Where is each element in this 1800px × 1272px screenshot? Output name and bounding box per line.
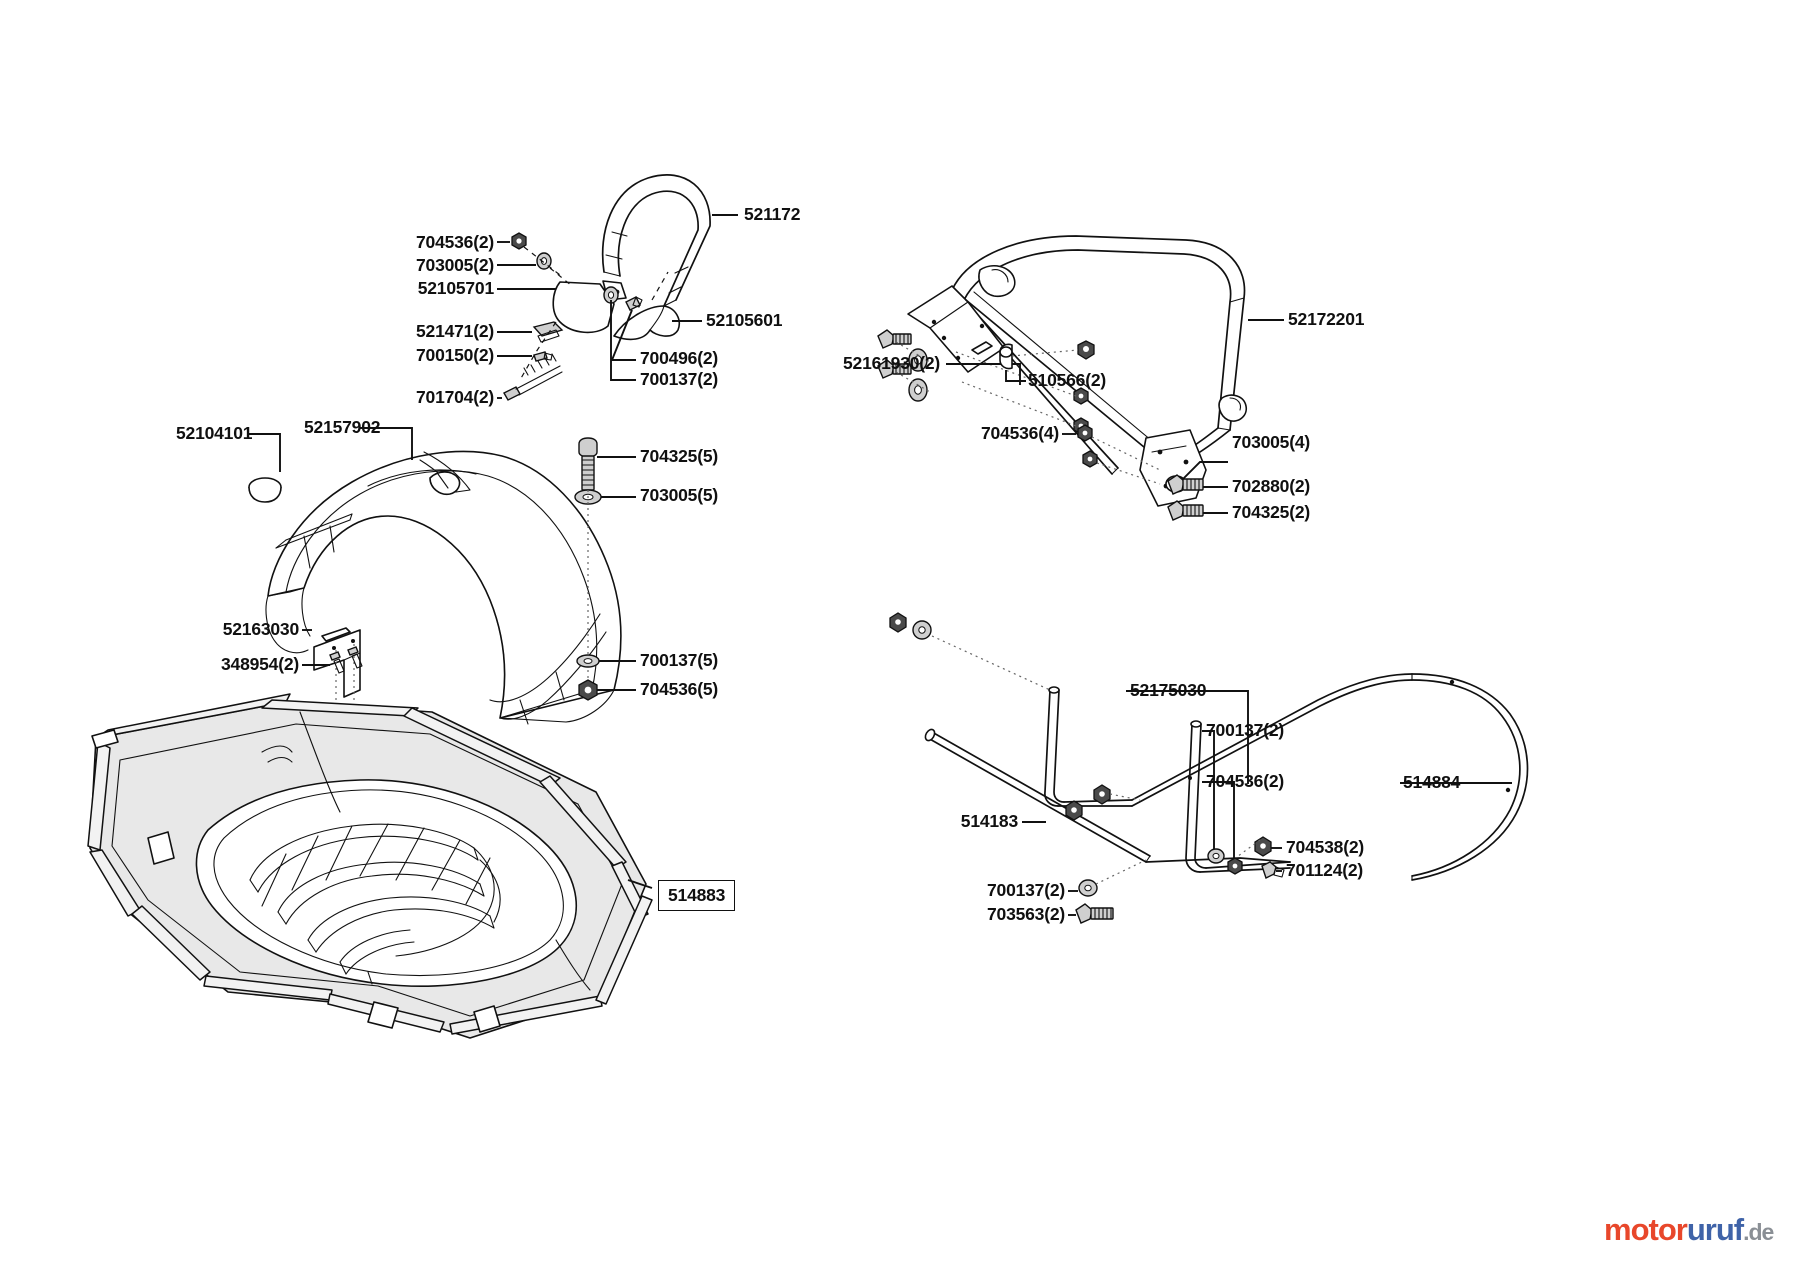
part-label-52105701: 52105701 (417, 278, 494, 298)
watermark-motoruf: motoruruf.de (1604, 1212, 1774, 1248)
part-bolt-702880 (1167, 474, 1228, 495)
part-fastener-700150 (497, 351, 553, 362)
grass-bag-art (87, 693, 653, 1039)
part-label-7004962: 700496(2) (640, 348, 718, 368)
part-label-7011242: 701124(2) (1286, 860, 1364, 880)
part-label-52175030: 52175030 (1130, 680, 1207, 700)
part-washer-703005 (497, 252, 552, 270)
part-label-7001375: 700137(5) (640, 650, 718, 670)
part-bolt-701704 (497, 353, 563, 401)
part-screw-348954 (302, 646, 363, 674)
part-label-7030052: 703005(2) (416, 255, 494, 275)
part-label-52157902: 52157902 (304, 417, 381, 437)
part-label-514883: 514883 (658, 880, 736, 911)
part-label-514884: 514884 (1403, 772, 1461, 792)
part-label-7045362: 704536(2) (416, 232, 494, 252)
part-bolt-704325-handle (1167, 500, 1228, 521)
part-label-514183: 514183 (960, 811, 1018, 831)
part-label-7001372: 700137(2) (987, 880, 1065, 900)
part-washer-703005-hood (574, 489, 636, 505)
part-nuts-mid-frame (1065, 784, 1111, 821)
upper-handle-bail-art (497, 174, 738, 401)
part-label-7035632: 703563(2) (987, 904, 1065, 924)
part-label-5105662: 510566(2) (1028, 370, 1106, 390)
part-label-7030054: 703005(4) (1232, 432, 1310, 452)
part-clamp-521471 (497, 321, 564, 343)
watermark-part3: .de (1743, 1219, 1774, 1245)
part-washer-700137-upper (603, 286, 619, 304)
part-nut-704536-handle (1062, 424, 1098, 468)
handle-frame-art (877, 235, 1284, 521)
part-label-7028802: 702880(2) (1232, 476, 1310, 496)
part-label-52172201: 52172201 (1288, 309, 1365, 329)
part-label-7043255: 704325(5) (640, 446, 718, 466)
part-deflector-52105601 (613, 305, 702, 341)
part-nut-704538 (1254, 836, 1282, 857)
part-label-7045362: 704536(2) (1206, 771, 1284, 791)
part-bolt-703563 (1068, 903, 1114, 924)
part-label-521619302: 52161930(2) (843, 353, 941, 373)
part-label-52163030: 52163030 (222, 619, 299, 639)
part-label-7001372: 700137(2) (1206, 720, 1284, 740)
part-washer-700137-frame (1068, 879, 1098, 897)
bag-frame-art (889, 612, 1529, 924)
part-bolt-52161930 (877, 329, 912, 379)
part-label-3489542: 348954(2) (221, 654, 299, 674)
watermark-part2: uruf (1686, 1212, 1744, 1247)
part-screw-701124 (1261, 861, 1285, 879)
watermark-part1: motor (1604, 1212, 1688, 1247)
part-label-7043252: 704325(2) (1232, 502, 1310, 522)
part-label-7001372: 700137(2) (640, 369, 718, 389)
hood-cover-art (248, 427, 636, 725)
part-label-521172: 521172 (744, 204, 801, 224)
part-label-52104101: 52104101 (176, 423, 253, 443)
part-bolt-704325-hood (578, 437, 636, 491)
part-label-5214712: 521471(2) (416, 321, 494, 341)
part-label-7001502: 700150(2) (416, 345, 494, 365)
part-label-7045365: 704536(5) (640, 679, 718, 699)
part-nut-washer-top-frame (889, 612, 932, 640)
part-label-7017042: 701704(2) (416, 387, 494, 407)
part-washer-700137-hood (576, 654, 636, 668)
part-cap-52104101 (248, 433, 282, 503)
part-label-7030055: 703005(5) (640, 485, 718, 505)
part-label-52105601: 52105601 (706, 310, 783, 330)
part-spacer-510566 (971, 340, 1095, 382)
part-number-box: 514883 (658, 880, 736, 911)
part-label-7045382: 704538(2) (1286, 837, 1364, 857)
part-bracket-52163030 (302, 627, 361, 698)
part-label-7045364: 704536(4) (981, 423, 1059, 443)
part-nut-704536 (497, 232, 527, 250)
part-screw-700496 (625, 296, 643, 311)
part-nut-704536-hood (578, 679, 636, 701)
